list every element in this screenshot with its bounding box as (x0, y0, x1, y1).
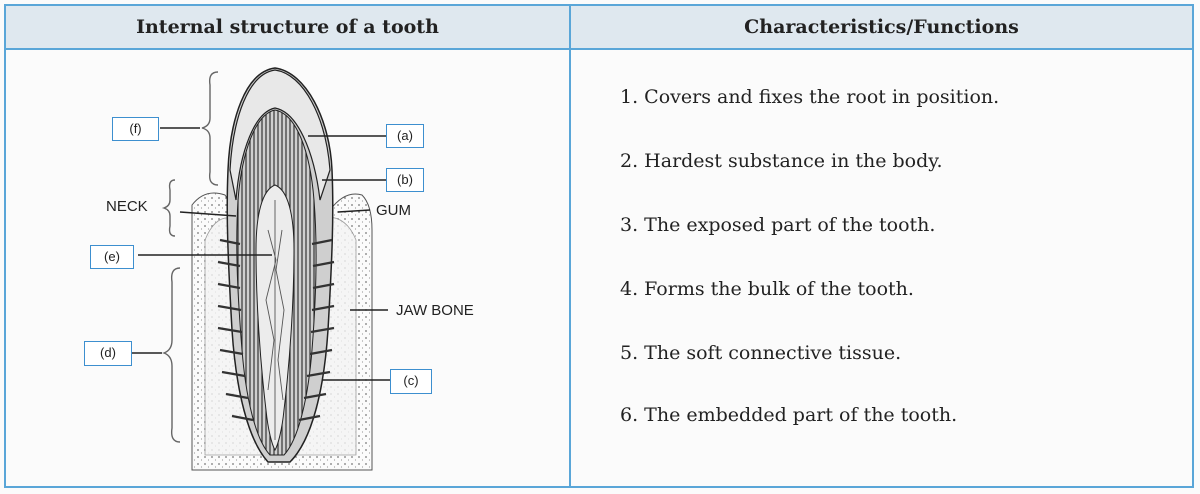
function-item: 6. The embedded part of the tooth. (620, 404, 958, 426)
label-a: (a) (386, 124, 424, 148)
table-header-row: Internal structure of a tooth Characteri… (6, 6, 1192, 50)
function-item: 1. Covers and fixes the root in position… (620, 86, 1000, 108)
enamel-crown (229, 69, 331, 201)
column-divider (569, 6, 571, 486)
jaw-bone-label: JAW BONE (396, 302, 474, 319)
gum-label: GUM (376, 202, 411, 219)
tooth-diagram (132, 67, 390, 471)
root-brace (162, 267, 181, 443)
neck-brace (161, 179, 176, 237)
label-f: (f) (112, 117, 159, 141)
label-e: (e) (90, 245, 134, 269)
function-item: 3. The exposed part of the tooth. (620, 214, 936, 236)
label-c: (c) (390, 369, 432, 394)
function-item: 5. The soft connective tissue. (620, 342, 902, 364)
neck-label: NECK (106, 198, 148, 215)
header-internal-structure: Internal structure of a tooth (136, 16, 439, 38)
tooth-structure-table: Internal structure of a tooth Characteri… (4, 4, 1194, 488)
label-b: (b) (386, 168, 424, 192)
crown-brace (201, 71, 219, 186)
function-item: 4. Forms the bulk of the tooth. (620, 278, 914, 300)
header-characteristics-functions: Characteristics/Functions (744, 16, 1019, 38)
label-d: (d) (84, 341, 132, 366)
function-item: 2. Hardest substance in the body. (620, 150, 943, 172)
